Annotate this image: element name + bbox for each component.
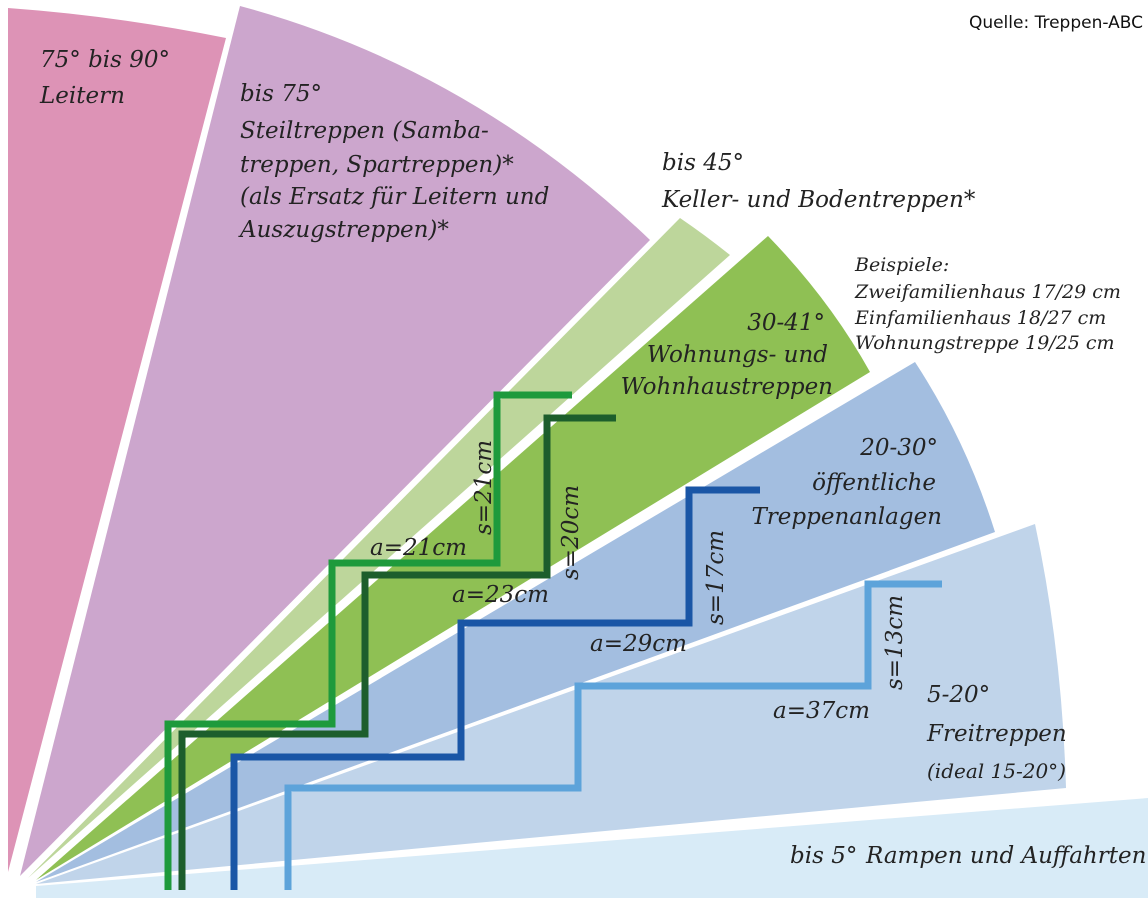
stair-line-21-21 bbox=[164, 391, 572, 890]
wedge-kellertreppen-label: Keller- und Bodentreppen* bbox=[661, 187, 976, 213]
stair-13-riser-label: s=13cm bbox=[882, 595, 908, 690]
stair-29-tread-label: a=29cm bbox=[590, 631, 687, 657]
stair-21-tread-label: a=21cm bbox=[370, 535, 467, 561]
example-zweifamilienhaus: Zweifamilienhaus 17/29 cm bbox=[854, 281, 1121, 303]
stair-line-37-13 bbox=[284, 580, 942, 890]
example-wohnungstreppe: Wohnungstreppe 19/25 cm bbox=[855, 332, 1115, 354]
wedge-rampen-label: Rampen und Auffahrten bbox=[865, 843, 1146, 869]
stair-17-riser-label: s=17cm bbox=[703, 530, 729, 625]
wedge-freitreppen bbox=[36, 524, 1066, 884]
wedge-leitern-label: Leitern bbox=[39, 83, 125, 109]
wedge-oeffentliche-line-1: öffentliche bbox=[812, 470, 936, 496]
stair-line-29-17 bbox=[230, 486, 760, 890]
stair-21-riser-label: s=21cm bbox=[471, 440, 497, 535]
wedge-leitern bbox=[8, 8, 226, 872]
wedge-kellertreppen-range: bis 45° bbox=[662, 150, 744, 176]
wedge-steiltreppen-line-4: Auszugstreppen)* bbox=[238, 217, 449, 243]
example-einfamilienhaus: Einfamilienhaus 18/27 cm bbox=[854, 307, 1106, 329]
wedge-leitern-range: 75° bis 90° bbox=[40, 47, 170, 73]
wedge-kellertreppen bbox=[28, 218, 730, 878]
wedge-oeffentliche-line-2: Treppenanlagen bbox=[751, 504, 942, 530]
stair-37-tread-label: a=37cm bbox=[773, 698, 870, 724]
wedge-rampen-range: bis 5° bbox=[790, 843, 857, 869]
wedge-wohnhaustreppen-range: 30-41° bbox=[747, 310, 825, 336]
wedge-freitreppen-line-1: Freitreppen bbox=[926, 721, 1067, 747]
wedge-wohnhaustreppen bbox=[36, 236, 870, 880]
wedge-rampen bbox=[36, 798, 1148, 898]
wedge-steiltreppen bbox=[20, 6, 650, 876]
examples-heading: Beispiele: bbox=[854, 254, 949, 276]
stair-20-riser-label: s=20cm bbox=[558, 485, 584, 580]
wedge-freitreppen-line-2: (ideal 15-20°) bbox=[927, 759, 1066, 783]
wedge-wohnhaustreppen-line-1: Wohnungs- und bbox=[647, 342, 828, 368]
wedge-steiltreppen-line-3: (als Ersatz für Leitern und bbox=[240, 184, 549, 210]
wedge-steiltreppen-range: bis 75° bbox=[240, 81, 322, 107]
wedge-steiltreppen-line-1: Steiltreppen (Samba- bbox=[240, 118, 489, 144]
wedge-oeffentliche-range: 20-30° bbox=[859, 435, 938, 461]
wedge-steiltreppen-line-2: treppen, Spartreppen)* bbox=[240, 152, 514, 178]
stair-23-tread-label: a=23cm bbox=[452, 582, 549, 608]
source-note: Quelle: Treppen-ABC bbox=[969, 13, 1143, 33]
wedge-freitreppen-range: 5-20° bbox=[927, 682, 990, 708]
stair-line-23-20 bbox=[178, 414, 616, 890]
wedge-wohnhaustreppen-line-2: Wohnhaustreppen bbox=[621, 374, 833, 400]
